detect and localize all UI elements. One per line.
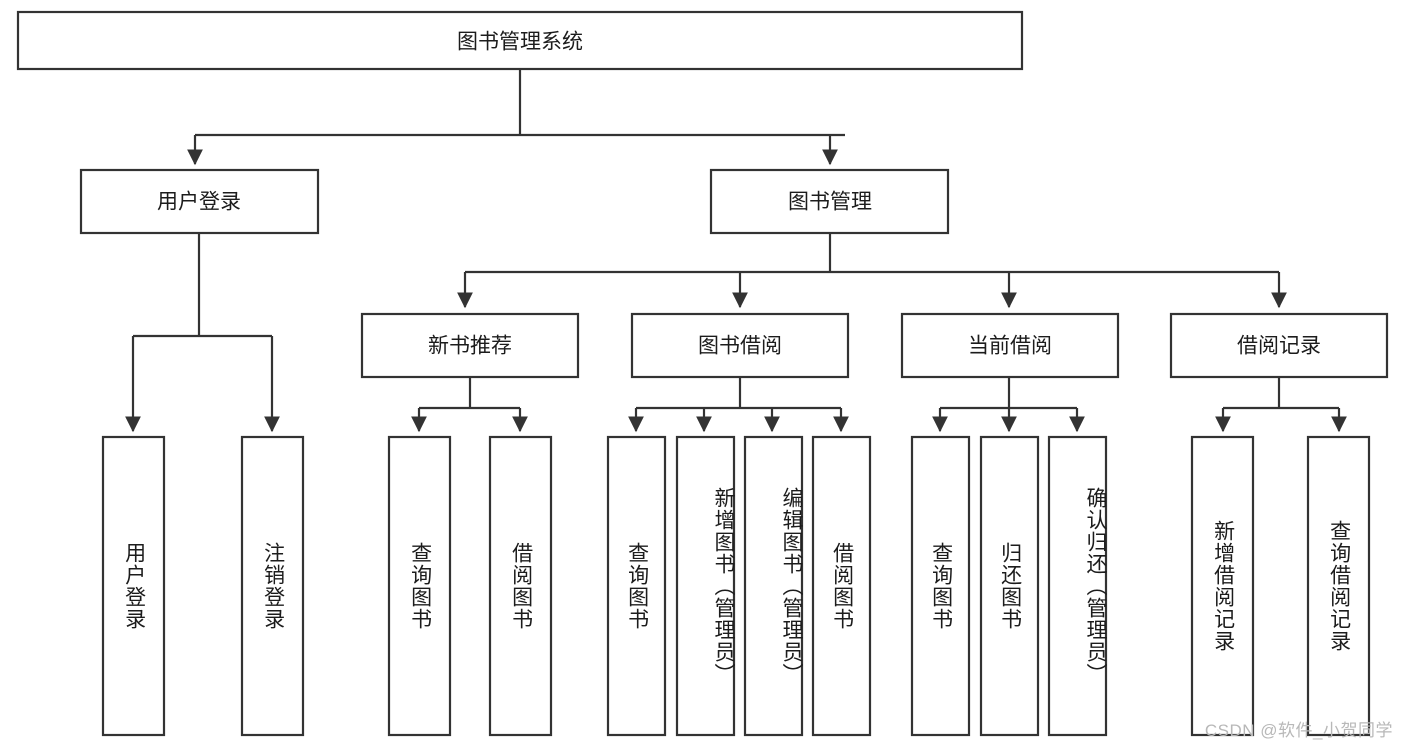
connector-currentborrow-to-leaves [932, 377, 1085, 433]
connector-root-to-level2 [187, 69, 845, 166]
node-root-label: 图书管理系统 [457, 31, 583, 54]
connector-borrowrecord-to-leaves [1215, 377, 1347, 433]
leaf-box-logout[interactable] [240, 435, 305, 737]
leaf-box-borrow-book-1[interactable] [488, 435, 553, 737]
leaf-box-query-book-1[interactable] [387, 435, 452, 737]
csdn-watermark: CSDN @软件_小贺同学 [1204, 721, 1393, 740]
node-book-management-label: 图书管理 [788, 191, 872, 214]
leaf-box-add-book-admin[interactable] [675, 435, 736, 737]
node-borrow-record-label: 借阅记录 [1237, 335, 1321, 358]
node-new-book-recommend[interactable]: 新书推荐 [360, 312, 580, 379]
connector-bookborrow-to-leaves [628, 377, 849, 433]
node-borrow-record[interactable]: 借阅记录 [1169, 312, 1389, 379]
leaf-box-query-book-2[interactable] [606, 435, 667, 737]
node-root-book-management-system[interactable]: 图书管理系统 [16, 10, 1024, 71]
leaf-box-edit-book-admin[interactable] [743, 435, 804, 737]
node-current-borrow[interactable]: 当前借阅 [900, 312, 1120, 379]
node-book-management[interactable]: 图书管理 [709, 168, 950, 235]
leaf-box-query-book-3[interactable] [910, 435, 971, 737]
node-new-book-recommend-label: 新书推荐 [428, 335, 512, 358]
node-current-borrow-label: 当前借阅 [968, 335, 1052, 358]
leaf-box-user-login[interactable] [101, 435, 166, 737]
node-user-login[interactable]: 用户登录 [79, 168, 320, 235]
connector-newbook-to-leaves [411, 377, 528, 433]
node-book-borrow[interactable]: 图书借阅 [630, 312, 850, 379]
connector-userlogin-to-leaves [125, 233, 280, 433]
leaf-box-borrow-book-2[interactable] [811, 435, 872, 737]
leaf-box-confirm-return-admin[interactable] [1047, 435, 1108, 737]
connector-bookmgmt-to-level3 [457, 233, 1287, 309]
node-book-borrow-label: 图书借阅 [698, 335, 782, 358]
node-user-login-label: 用户登录 [157, 191, 241, 214]
leaf-box-query-borrow-record[interactable] [1306, 435, 1371, 737]
leaf-box-return-book[interactable] [979, 435, 1040, 737]
leaf-box-add-borrow-record[interactable] [1190, 435, 1255, 737]
